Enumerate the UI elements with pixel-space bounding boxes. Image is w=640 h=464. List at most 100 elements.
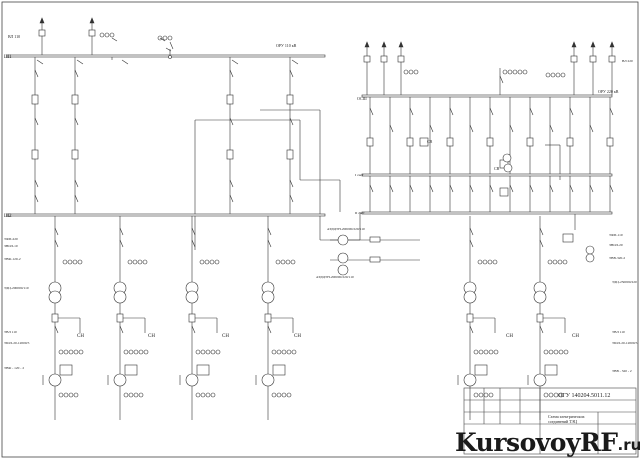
relay-box (544, 364, 558, 376)
meter-icon (58, 392, 64, 398)
autotransformer (337, 252, 349, 264)
meter-icon (555, 72, 561, 78)
disconnector (409, 184, 414, 193)
breaker (536, 313, 544, 323)
disconnector (429, 124, 434, 133)
disconnector (409, 107, 414, 116)
grounding-switch (111, 37, 118, 42)
meter-icon (408, 69, 414, 75)
meter-icon (67, 259, 73, 265)
meter-icon (214, 259, 220, 265)
breaker (264, 313, 272, 323)
disconnector (267, 227, 272, 236)
meter-icon (200, 392, 206, 398)
disconnector (529, 107, 534, 116)
disconnector (229, 179, 234, 188)
disconnector (539, 227, 544, 236)
title-block (463, 387, 637, 455)
meter-icon (543, 349, 549, 355)
line-trap (589, 55, 597, 63)
meter-icon (560, 72, 566, 78)
meter-icon (133, 349, 139, 355)
meter-icon (63, 392, 69, 398)
busbar (361, 211, 613, 215)
meter-icon (558, 349, 564, 355)
meter-icon (483, 392, 489, 398)
disconnector (529, 184, 534, 193)
autotransformer (337, 234, 349, 246)
breaker (71, 149, 79, 160)
line-label-110: ВЛ 110 (8, 34, 20, 39)
meter-icon (522, 69, 528, 75)
ch-label-3: СН (222, 334, 229, 339)
meter-icon (63, 349, 69, 355)
watermark-text: KursovoyRF (455, 427, 618, 457)
disconnector (289, 117, 294, 126)
meter-icon (548, 392, 554, 398)
meter-icon (271, 392, 277, 398)
orp-label-left: ОРУ 110 кВ (276, 43, 297, 48)
meter-icon (276, 349, 282, 355)
disconnector (499, 75, 504, 84)
atdcn-label-2: АТДЦТН-200000/220/110 (316, 275, 354, 279)
breaker (51, 313, 59, 323)
disconnector (549, 184, 554, 193)
meter-icon (123, 349, 129, 355)
disconnector (369, 184, 374, 193)
meter-icon (483, 349, 489, 355)
disconnector (289, 179, 294, 188)
meter-icon (128, 392, 134, 398)
orp-label-right: ОРУ 220 кВ (598, 89, 619, 94)
disconnector (469, 239, 474, 248)
disconnector (289, 194, 294, 203)
disconnector (589, 124, 594, 133)
line-trap (397, 55, 405, 63)
meter-icon (473, 392, 479, 398)
grounding-switch (231, 59, 239, 65)
grounding-switch (36, 59, 44, 65)
disconnector (509, 184, 514, 193)
meter-icon (281, 349, 287, 355)
meter-icon (512, 69, 518, 75)
meter-icon (550, 72, 556, 78)
disconnector (469, 325, 474, 334)
meter-icon (78, 349, 84, 355)
disconnector (229, 117, 234, 126)
meter-icon (552, 259, 558, 265)
grounding-switch (76, 59, 84, 65)
disconnector (267, 325, 272, 334)
measuring-transformer (585, 245, 595, 255)
transformer-winding (463, 290, 477, 304)
coupler-breaker (499, 187, 509, 197)
disconnector (289, 69, 294, 78)
generator-icon (185, 373, 199, 387)
meter-icon (132, 259, 138, 265)
transformer-winding (261, 290, 275, 304)
grounding-switch (121, 59, 129, 65)
meter-icon (127, 259, 133, 265)
meter-icon (276, 392, 282, 398)
breaker (226, 94, 234, 105)
meter-icon (478, 349, 484, 355)
current-transformer (503, 163, 513, 173)
sb-label-2: СВ (494, 166, 500, 171)
disconnector (449, 184, 454, 193)
ch-label-6: СН (572, 334, 579, 339)
meter-icon (548, 349, 554, 355)
meter-icon (507, 69, 513, 75)
meter-icon (210, 392, 216, 398)
meter-icon (488, 349, 494, 355)
meter-icon (493, 349, 499, 355)
relay-box (196, 364, 210, 376)
breaker (366, 137, 374, 147)
tv-label-right: ТВВ-320-2 (609, 256, 625, 260)
grounding-switch (159, 37, 166, 42)
disconnector (191, 325, 196, 334)
grounding-switch (165, 47, 172, 52)
meter-icon (68, 392, 74, 398)
breaker (406, 137, 414, 147)
meter-icon (487, 259, 493, 265)
meter-icon (128, 349, 134, 355)
arrow-up-icon (398, 41, 404, 48)
tpl-label-right: ТШЛ-20-12000/5 (612, 341, 638, 345)
